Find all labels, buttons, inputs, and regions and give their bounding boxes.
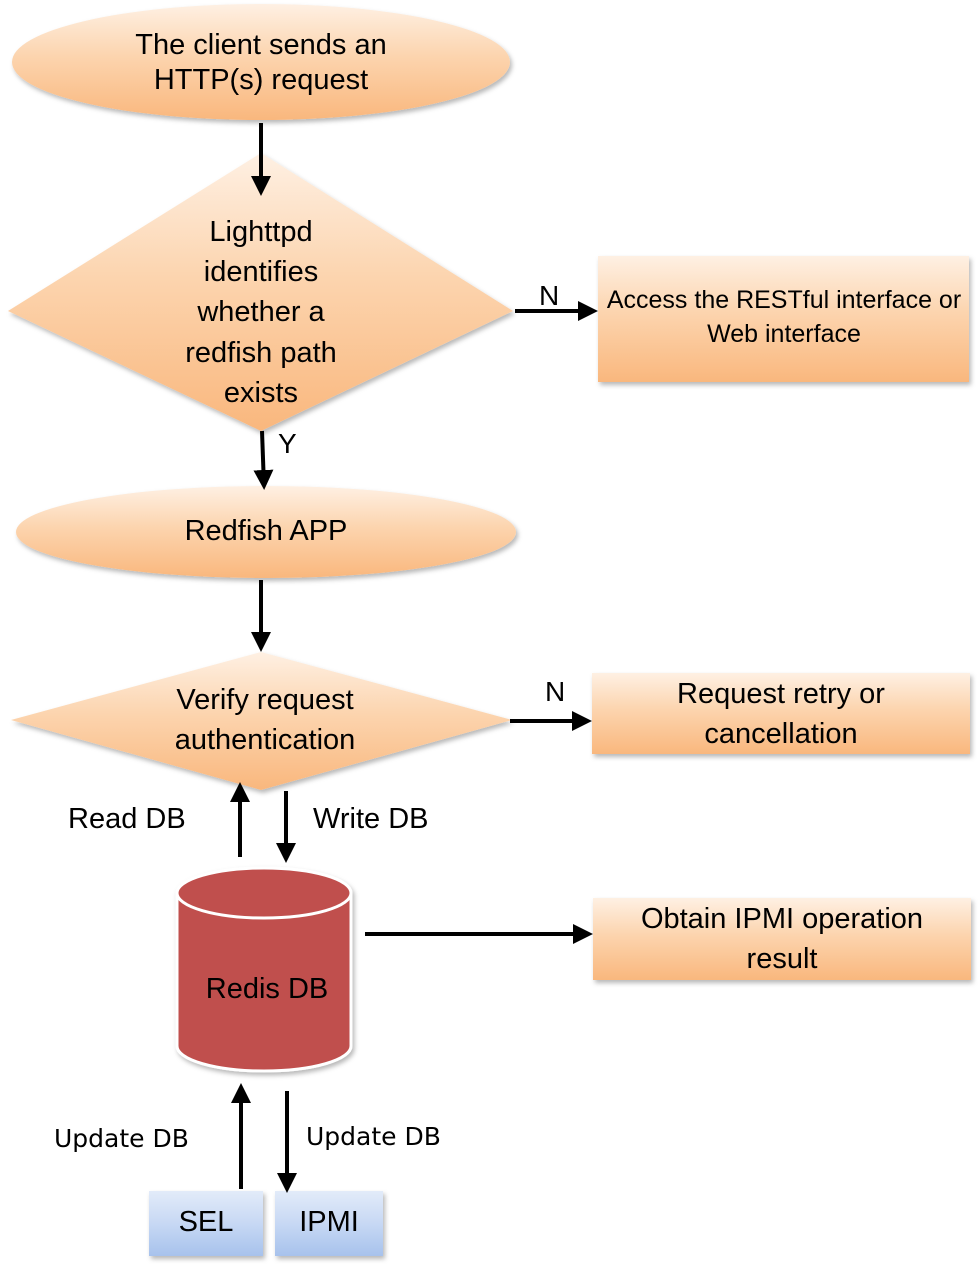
ipmi-label: IPMI: [299, 1206, 359, 1239]
read-db-label: Read DB: [68, 803, 186, 835]
restful-access-label: Access the RESTful interface or Web inte…: [606, 286, 962, 348]
arrow-lighttpd-to-redfish: [253, 430, 274, 490]
ipmi-box: [275, 1191, 383, 1256]
retry-cancel-box: [592, 673, 970, 754]
redis-db-cylinder: [175, 866, 353, 1073]
redfish-app-ellipse: [16, 486, 516, 578]
write-db-label: Write DB: [313, 803, 429, 835]
restful-access-box: [598, 256, 969, 382]
lighttpd-decision-label: Lighttpd identifies whether a redfish pa…: [185, 216, 337, 409]
redfish-app-label: Redfish APP: [184, 515, 348, 548]
lighttpd-decision-diamond: [8, 153, 513, 431]
ipmi-update-db-label: Update DB: [306, 1122, 441, 1151]
ipmi-result-box: [593, 898, 971, 980]
auth-no-label: N: [545, 676, 566, 707]
lighttpd-yes-label: Y: [278, 428, 297, 459]
ipmi-result-label: Obtain IPMI operation result: [640, 902, 924, 975]
verify-auth-diamond: [11, 652, 512, 790]
sel-label: SEL: [178, 1206, 234, 1239]
sel-update-db-label: Update DB: [54, 1124, 189, 1153]
lighttpd-no-label: N: [539, 280, 560, 311]
verify-auth-label: Verify request authentication: [174, 683, 356, 756]
client-request-ellipse: [12, 4, 510, 120]
retry-cancel-label: Request retry or cancellation: [677, 677, 885, 750]
sel-box: [149, 1191, 263, 1256]
client-request-label: The client sends an HTTP(s) request: [135, 28, 387, 96]
redis-db-label: Redis DB: [205, 973, 329, 1006]
